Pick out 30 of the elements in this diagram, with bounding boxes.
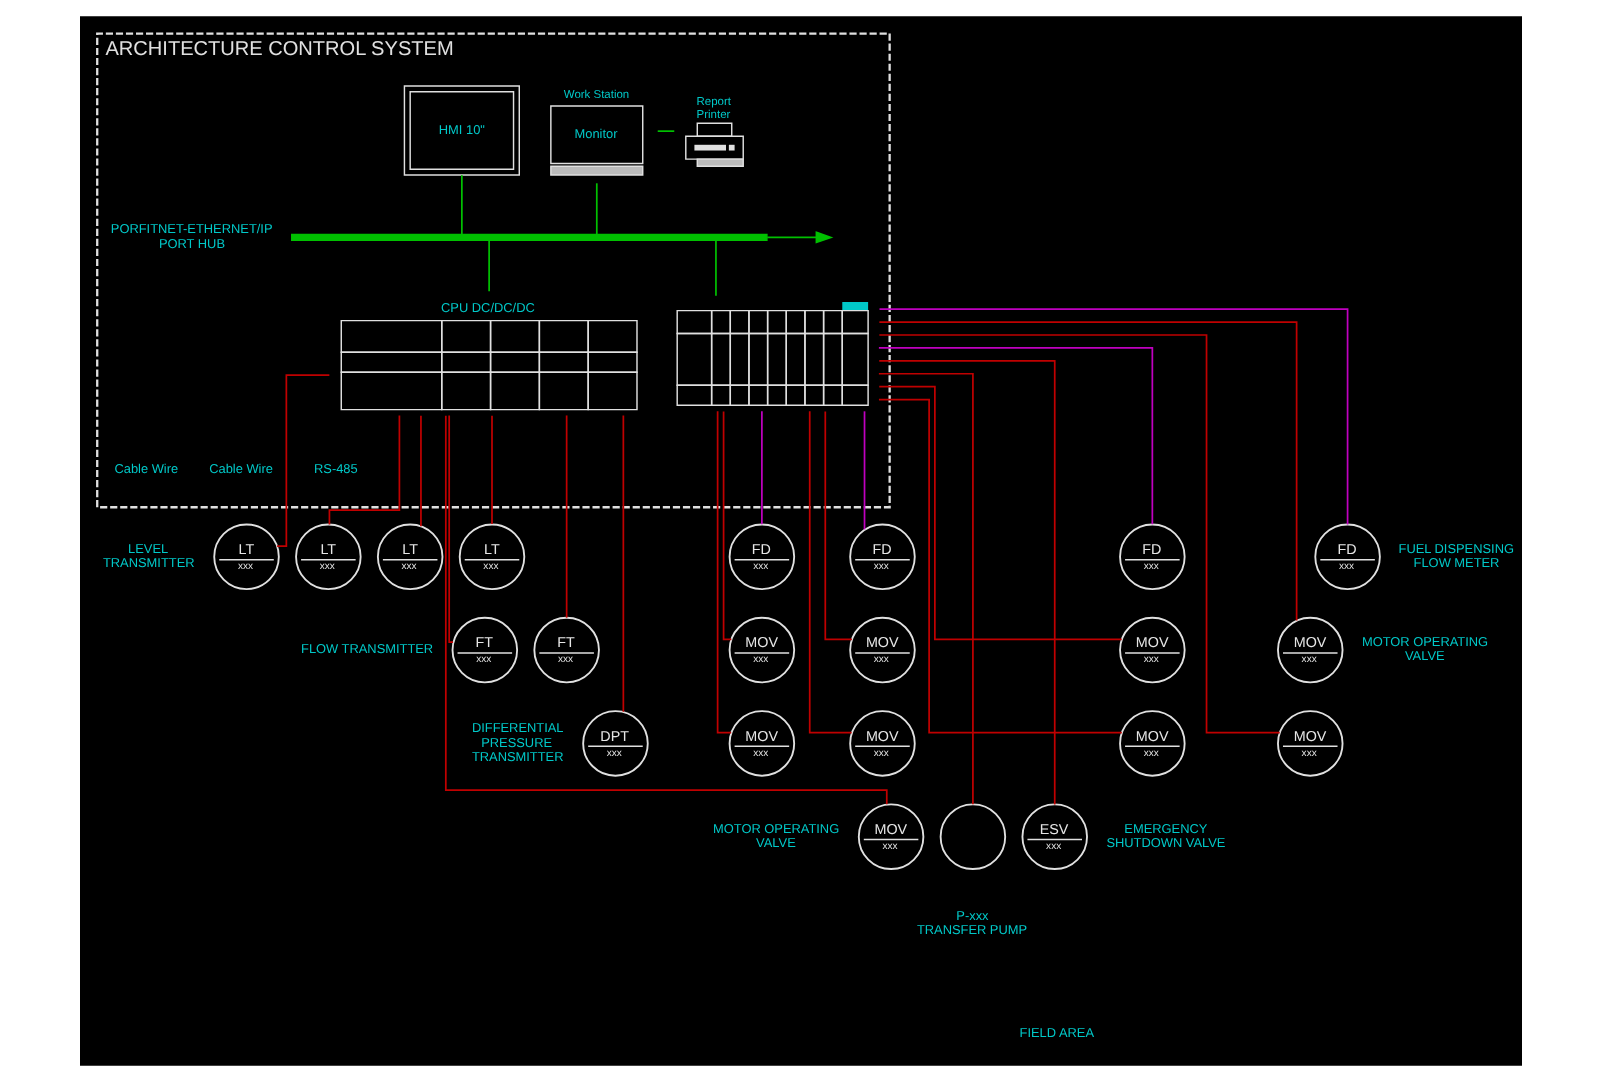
connector <box>327 414 400 526</box>
arrow <box>765 231 833 244</box>
connector <box>714 239 716 297</box>
connector <box>490 414 492 525</box>
connector <box>877 385 1122 641</box>
connector <box>807 410 852 734</box>
connector <box>715 410 731 734</box>
connector <box>487 239 489 293</box>
connector <box>721 410 732 641</box>
connector <box>443 414 887 806</box>
connector <box>862 410 865 531</box>
connector <box>655 130 675 132</box>
connector <box>877 372 973 805</box>
connector <box>877 347 1153 525</box>
connector <box>877 321 1297 622</box>
connector <box>275 374 330 547</box>
node-circle <box>938 803 1006 870</box>
connector <box>460 174 462 235</box>
connector <box>877 308 1348 526</box>
connector <box>621 414 624 713</box>
connector <box>823 410 852 641</box>
connector <box>877 398 1122 734</box>
node-bar <box>290 233 767 241</box>
connector <box>594 182 597 236</box>
connector <box>564 414 567 619</box>
connector <box>447 414 453 644</box>
connector <box>877 334 1280 734</box>
connector <box>419 414 421 528</box>
connector <box>877 359 1055 806</box>
connector <box>760 410 762 526</box>
